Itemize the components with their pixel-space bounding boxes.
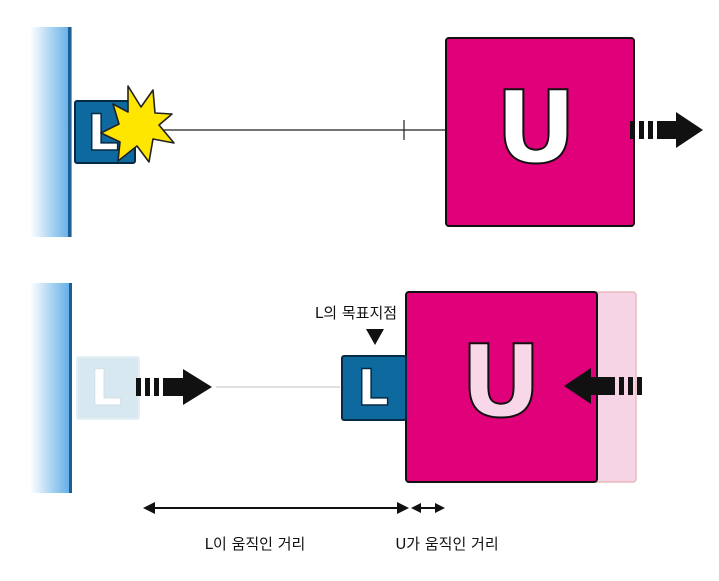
l-motion-arrow-icon <box>136 369 212 405</box>
u-block-letter: U <box>495 69 576 186</box>
wall-top <box>30 27 72 237</box>
wall-bottom-edge <box>69 283 72 493</box>
u-motion-arrow-icon <box>564 368 642 404</box>
wall-top-edge <box>68 27 71 237</box>
u-block-top: U <box>445 37 635 227</box>
target-label: L의 목표지점 <box>315 304 397 322</box>
l-distance-arrow <box>143 502 409 514</box>
top-scene: L U <box>30 27 703 237</box>
l-block-bottom: L <box>341 355 407 421</box>
u-distance-label: U가 움직인 거리 <box>395 535 498 553</box>
explosion-icon <box>100 85 175 163</box>
target-pointer-icon <box>366 329 384 345</box>
l-distance-label: L이 움직인 거리 <box>205 535 306 553</box>
motion-arrow-right-icon <box>630 112 703 148</box>
l-block-bottom-letter: L <box>357 359 389 417</box>
u-distance-arrow <box>411 503 445 513</box>
wall-bottom <box>30 283 72 493</box>
l-ghost-letter: L <box>90 359 122 417</box>
l-block-ghost: L <box>76 356 140 420</box>
bottom-scene: L U L L의 목표지점 <box>30 283 642 553</box>
u-block-bottom-letter: U <box>460 323 541 440</box>
